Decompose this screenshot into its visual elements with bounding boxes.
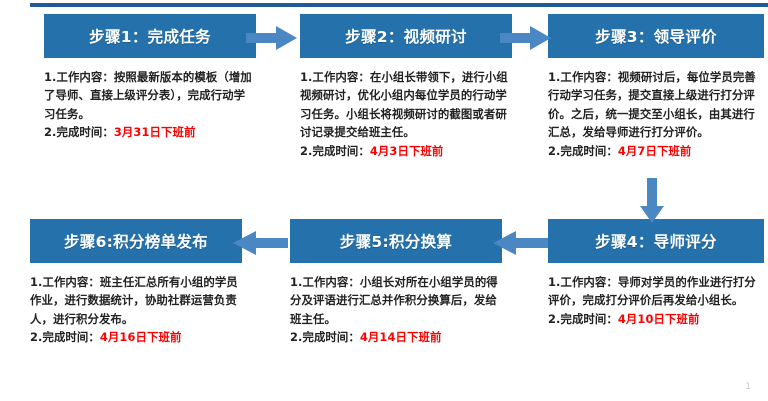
step-card-5[interactable]: 步骤5:积分换算 1.工作内容：小组长对所在小组学员的得分及评语进行汇总并作积分… [290,219,502,347]
step-3-work-content: 1.工作内容：视频研讨后，每位学员完善行动学习任务，提交直接上级进行打分评价。之… [548,70,756,140]
step-4-work-content: 1.工作内容：导师对学员的作业进行打分评价，完成打分评价后再发给小组长。 [548,275,756,308]
arrow-step4-to-step5-icon [492,229,548,257]
step-2-body: 1.工作内容：在小组长带领下，进行小组视频研讨，优化小组内每位学员的行动学习任务… [300,68,512,160]
step-card-6[interactable]: 步骤6:积分榜单发布 1.工作内容：班主任汇总所有小组的学员作业，进行数据统计，… [30,219,242,347]
arrow-step2-to-step3-icon [500,24,552,52]
step-4-deadline-date: 4月10日下班前 [617,311,700,326]
step-5-header-label: 步骤5:积分换算 [339,233,453,251]
step-1-work-content: 1.工作内容：按照最新版本的模板（增加了导师、直接上级评分表），完成行动学习任务… [44,70,252,121]
arrow-step3-to-step4-icon [638,178,666,224]
step-2-deadline-label: 2.完成时间： [300,143,370,158]
step-1-deadline: 2.完成时间：3月31日下班前 [44,123,256,141]
step-4-body: 1.工作内容：导师对学员的作业进行打分评价，完成打分评价后再发给小组长。 2.完… [548,273,764,328]
step-1-header-label: 步骤1：完成任务 [89,28,211,46]
step-3-deadline-date: 4月7日下班前 [617,143,692,158]
step-5-header: 步骤5:积分换算 [290,219,502,263]
step-3-header-label: 步骤3：领导评价 [595,28,717,46]
step-3-body: 1.工作内容：视频研讨后，每位学员完善行动学习任务，提交直接上级进行打分评价。之… [548,68,764,160]
step-1-deadline-date: 3月31日下班前 [113,125,196,140]
step-5-deadline-date: 4月14日下班前 [359,330,442,345]
step-1-deadline-label: 2.完成时间： [44,125,114,140]
step-6-header-label: 步骤6:积分榜单发布 [64,233,208,251]
step-5-body: 1.工作内容：小组长对所在小组学员的得分及评语进行汇总并作积分换算后，发给班主任… [290,273,502,347]
step-3-header: 步骤3：领导评价 [548,14,764,58]
step-4-header-label: 步骤4：导师评分 [595,233,717,251]
step-3-deadline: 2.完成时间：4月7日下班前 [548,142,764,160]
step-5-work-content: 1.工作内容：小组长对所在小组学员的得分及评语进行汇总并作积分换算后，发给班主任… [290,275,498,326]
step-2-work-content: 1.工作内容：在小组长带领下，进行小组视频研讨，优化小组内每位学员的行动学习任务… [300,70,508,140]
step-6-deadline-date: 4月16日下班前 [99,330,182,345]
step-4-deadline: 2.完成时间：4月10日下班前 [548,310,764,328]
step-4-header: 步骤4：导师评分 [548,219,764,263]
top-divider-rule [30,3,768,7]
step-5-deadline-label: 2.完成时间： [290,330,360,345]
step-6-deadline-label: 2.完成时间： [30,330,100,345]
arrow-step1-to-step2-icon [246,24,298,52]
step-card-4[interactable]: 步骤4：导师评分 1.工作内容：导师对学员的作业进行打分评价，完成打分评价后再发… [548,219,764,328]
step-6-header: 步骤6:积分榜单发布 [30,219,242,263]
step-card-2[interactable]: 步骤2：视频研讨 1.工作内容：在小组长带领下，进行小组视频研讨，优化小组内每位… [300,14,512,160]
page-number: 1 [745,382,751,392]
step-2-deadline: 2.完成时间：4月3日下班前 [300,142,512,160]
step-2-deadline-date: 4月3日下班前 [369,143,444,158]
arrow-step5-to-step6-icon [232,229,288,257]
step-6-deadline: 2.完成时间：4月16日下班前 [30,328,242,346]
step-4-deadline-label: 2.完成时间： [548,311,618,326]
step-2-header-label: 步骤2：视频研讨 [345,28,467,46]
step-6-body: 1.工作内容：班主任汇总所有小组的学员作业，进行数据统计，协助社群运营负责人，进… [30,273,242,347]
step-card-3[interactable]: 步骤3：领导评价 1.工作内容：视频研讨后，每位学员完善行动学习任务，提交直接上… [548,14,764,160]
step-6-work-content: 1.工作内容：班主任汇总所有小组的学员作业，进行数据统计，协助社群运营负责人，进… [30,275,238,326]
step-1-body: 1.工作内容：按照最新版本的模板（增加了导师、直接上级评分表），完成行动学习任务… [44,68,256,142]
step-5-deadline: 2.完成时间：4月14日下班前 [290,328,502,346]
step-2-header: 步骤2：视频研讨 [300,14,512,58]
step-card-1[interactable]: 步骤1：完成任务 1.工作内容：按照最新版本的模板（增加了导师、直接上级评分表）… [44,14,256,142]
step-3-deadline-label: 2.完成时间： [548,143,618,158]
step-1-header: 步骤1：完成任务 [44,14,256,58]
